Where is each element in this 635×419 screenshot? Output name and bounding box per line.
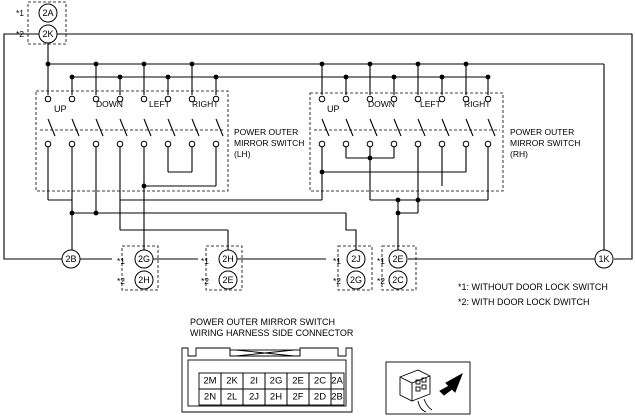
- note-without-door-lock: *1: WITHOUT DOOR LOCK SWITCH: [458, 282, 608, 292]
- switch-lh-right-label: RIGHT: [192, 99, 218, 109]
- connector-2h-2e-pin2: 2E: [222, 275, 233, 285]
- switch-lh-left-label: LEFT: [149, 99, 170, 109]
- switch-rh-up-label: UP: [327, 104, 340, 114]
- switch-rh-title-line1: POWER OUTER: [510, 127, 574, 137]
- harness-pin-2a: 2A: [331, 376, 343, 387]
- switch-rh-down-label: DOWN: [368, 99, 395, 109]
- harness-pin-2i: 2I: [250, 376, 258, 387]
- switch-lh-contacts: [44, 64, 224, 213]
- harness-pin-2c: 2C: [314, 376, 326, 387]
- switch-lh-up-label: UP: [54, 104, 67, 114]
- switch-lh-title-line2: MIRROR SWITCH: [234, 138, 304, 148]
- connector-1k: 1K: [594, 249, 614, 269]
- junctions: [45, 61, 491, 216]
- switch-rh: UP DOWN LEFT RIGHT: [309, 64, 580, 200]
- connector-2h-2e-option2: *2: [201, 276, 209, 286]
- switch-lh: UP DOWN LEFT RIGHT: [35, 64, 304, 213]
- connector-2j-2g-pin2: 2G: [350, 275, 362, 285]
- switch-rh-left-label: LEFT: [420, 99, 441, 109]
- harness-title-line1: POWER OUTER MIRROR SWITCH: [190, 317, 335, 327]
- connector-2g-2h: *1 *2 2G 2H: [117, 245, 159, 291]
- harness-pin-2d: 2D: [314, 392, 326, 403]
- connector-2h-2e: *1 *2 2H 2E: [201, 245, 243, 291]
- harness-pin-2m: 2M: [203, 376, 216, 387]
- connector-2e-2c: *1 *2 2E 2C: [377, 245, 417, 291]
- connector-2e-2c-option2: *2: [377, 276, 385, 286]
- connector-2j-2g-pin1: 2J: [351, 254, 361, 264]
- connector-2e-2c-pin1: 2E: [392, 254, 403, 264]
- bus-wires: [48, 63, 568, 78]
- connector-2e-2c-option1: *1: [377, 256, 385, 266]
- connector-2j-2g-option2: *2: [333, 276, 341, 286]
- connector-top-pin2: 2K: [42, 29, 53, 39]
- harness-pin-2f: 2F: [292, 392, 303, 403]
- switch-rh-right-label: RIGHT: [464, 99, 490, 109]
- outer-loop-wires: [3, 33, 633, 260]
- harness-pin-2l: 2L: [227, 392, 238, 403]
- note-with-door-lock: *2: WITH DOOR LOCK DWITCH: [458, 297, 590, 307]
- connector-2b-label: 2B: [65, 254, 76, 264]
- harness-title-line2: WIRING HARNESS SIDE CONNECTOR: [190, 328, 354, 338]
- harness-pin-2h: 2H: [270, 392, 282, 403]
- switch-lh-title-line1: POWER OUTER: [234, 127, 298, 137]
- switch-rh-title-line2: MIRROR SWITCH: [510, 138, 580, 148]
- connector-top: *1 *2 2A 2K: [16, 1, 67, 45]
- harness-pin-grid: 2M 2K 2I 2G 2E 2C 2A 2N 2L 2J 2H 2F 2D 2…: [198, 372, 345, 406]
- switch-lh-title-line3: (LH): [234, 149, 251, 159]
- harness-pin-2j: 2J: [249, 392, 259, 403]
- connector-2g-2h-pin1: 2G: [138, 254, 150, 264]
- harness-pin-2n: 2N: [204, 392, 216, 403]
- harness-pin-2e: 2E: [292, 376, 304, 387]
- harness-pin-2b: 2B: [331, 392, 343, 403]
- connector-2j-2g: *1 *2 2J 2G: [333, 245, 373, 291]
- connector-2b: 2B: [61, 249, 81, 269]
- connector-2g-2h-option2: *2: [117, 276, 125, 286]
- connector-2e-2c-pin2: 2C: [392, 275, 404, 285]
- harness-connector: POWER OUTER MIRROR SWITCH WIRING HARNESS…: [181, 317, 354, 413]
- switch-rh-title-line3: (RH): [510, 149, 528, 159]
- connector-top-pin1: 2A: [42, 8, 53, 18]
- connector-2h-2e-option1: *1: [201, 256, 209, 266]
- connector-2g-2h-pin2: 2H: [138, 275, 150, 285]
- switch-lh-down-label: DOWN: [96, 99, 123, 109]
- connector-view-icon: [385, 361, 471, 415]
- lower-wires: [48, 63, 605, 259]
- connector-2h-2e-pin1: 2H: [222, 254, 234, 264]
- connector-1k-label: 1K: [598, 254, 609, 264]
- harness-pin-2g: 2G: [270, 376, 283, 387]
- connector-2j-2g-option1: *1: [333, 256, 341, 266]
- connector-top-option1: *1: [16, 8, 24, 18]
- harness-pin-2k: 2K: [226, 376, 238, 387]
- switch-rh-contacts: [318, 64, 496, 200]
- connector-2g-2h-option1: *1: [117, 256, 125, 266]
